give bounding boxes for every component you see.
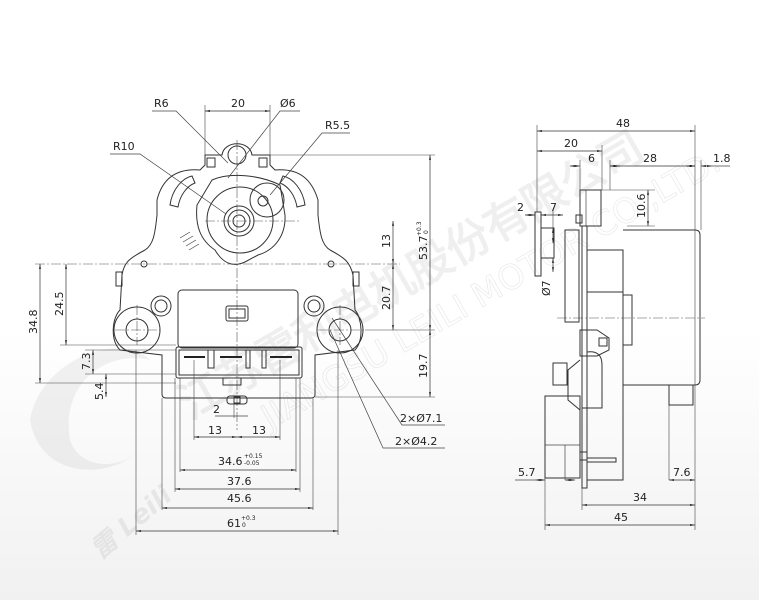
- dim-34-8: 34.8: [27, 310, 40, 335]
- svg-text:-0.05: -0.05: [244, 460, 260, 467]
- mounting-ear-left: [113, 306, 161, 354]
- svg-text:34.6: 34.6: [218, 455, 243, 468]
- dim-total-height: 53.7 +0.3 0: [416, 221, 430, 260]
- watermark-company-en: JIANGSU LEILI MOTOR CO.,LTD.: [253, 141, 728, 438]
- dim-lower-height: 19.7: [417, 354, 430, 379]
- dim-37-6: 37.6: [227, 475, 252, 488]
- side-dim-10-6: 10.6: [635, 194, 648, 219]
- side-dim-7-6: 7.6: [673, 466, 691, 479]
- svg-text:0: 0: [423, 230, 430, 234]
- watermark-brand: 雷 Leili: [85, 480, 179, 565]
- dim-shaft-offset: 13: [380, 234, 393, 248]
- side-dim-28: 28: [643, 152, 657, 165]
- front-view: R6 Ø6 R10 R5.5 20 13 20.7 53.7 +0.3 0 19…: [27, 97, 445, 535]
- svg-text:61: 61: [227, 517, 241, 530]
- svg-text:+0.3: +0.3: [416, 221, 423, 236]
- label-r6: R6: [154, 97, 169, 110]
- svg-text:+0.3: +0.3: [241, 515, 256, 522]
- side-dim-5-7: 5.7: [518, 466, 536, 479]
- svg-text:53.7: 53.7: [417, 236, 430, 261]
- dim-5-4: 5.4: [93, 383, 106, 401]
- side-dim-45: 45: [614, 511, 628, 524]
- side-dim-34: 34: [633, 491, 647, 504]
- label-r5-5: R5.5: [325, 119, 350, 132]
- watermark-logo: [30, 348, 150, 470]
- motor-can: [623, 229, 701, 386]
- dim-34-6: 34.6 +0.15 -0.05: [218, 453, 263, 468]
- output-shaft: [223, 205, 255, 237]
- side-dim-2: 2: [517, 201, 524, 214]
- dim-top-width: 20: [231, 97, 245, 110]
- label-d6: Ø6: [280, 97, 296, 110]
- side-dim-20: 20: [564, 137, 578, 150]
- dim-mid-height: 20.7: [380, 286, 393, 311]
- housing-outline: [112, 143, 362, 399]
- label-r10: R10: [113, 140, 135, 153]
- dim-24-5: 24.5: [53, 292, 66, 317]
- side-view: 48 20 6 28 1.8 10.6 2 7 Ø7 5.7 7.6 34 45: [515, 117, 731, 530]
- label-holes-small: 2×Ø4.2: [395, 435, 437, 448]
- side-dim-48: 48: [616, 117, 630, 130]
- dim-45-6: 45.6: [227, 492, 252, 505]
- side-dim-1-8: 1.8: [713, 152, 731, 165]
- dim-7-3: 7.3: [80, 353, 93, 371]
- svg-text:+0.15: +0.15: [244, 453, 263, 460]
- dim-pin-2: 2: [213, 403, 220, 416]
- mounting-plate: [581, 225, 588, 489]
- dim-pin-13-right: 13: [252, 424, 266, 437]
- watermark-company-cn: 江苏雷利电机股份有限公司: [170, 121, 653, 429]
- dim-61: 61 +0.3 0: [227, 515, 256, 530]
- side-dim-7: 7: [550, 201, 557, 214]
- dim-pin-13-left: 13: [208, 424, 222, 437]
- side-dim-6: 6: [588, 152, 595, 165]
- side-dim-phi7: Ø7: [540, 280, 553, 296]
- label-holes-large: 2×Ø7.1: [400, 412, 442, 425]
- gear-plate: [196, 175, 286, 265]
- svg-text:0: 0: [242, 522, 246, 529]
